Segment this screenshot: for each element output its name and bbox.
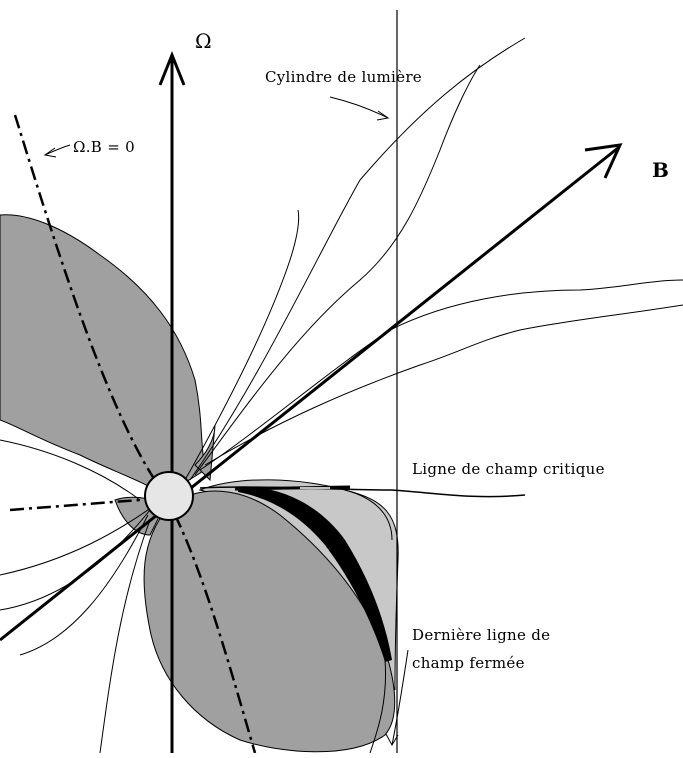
light-cylinder-pointer bbox=[329, 96, 389, 119]
neutron-star bbox=[144, 471, 194, 521]
omega-b-pointer bbox=[44, 144, 71, 156]
lower-lobe bbox=[143, 490, 396, 753]
last-closed-pointer-head bbox=[385, 733, 399, 747]
last-closed-label-line1: Dernière ligne de bbox=[412, 626, 550, 644]
critical-field-line bbox=[199, 486, 526, 498]
field-line-5 bbox=[184, 209, 300, 481]
omega-b-zero-label: Ω.B = 0 bbox=[73, 138, 135, 156]
rotation-axis-arrowhead bbox=[158, 50, 186, 86]
light-cylinder-pointer-head bbox=[376, 110, 390, 121]
field-line-9 bbox=[99, 519, 151, 754]
last-closed-pointer bbox=[391, 649, 409, 746]
omega-b-zero-line bbox=[13, 114, 257, 754]
field-line-1 bbox=[189, 37, 526, 481]
critical-field-line-thick bbox=[234, 485, 351, 491]
b-axis-label: B bbox=[652, 158, 669, 182]
light-region-outline bbox=[344, 489, 393, 541]
critical-field-line-label: Ligne de champ critique bbox=[412, 460, 605, 478]
field-line-8 bbox=[19, 514, 149, 656]
magnetic-axis bbox=[0, 146, 619, 642]
field-line-4 bbox=[204, 304, 683, 466]
upper-lobe bbox=[0, 214, 206, 496]
last-closed-band bbox=[238, 486, 392, 662]
lower-lobe-edge bbox=[369, 659, 387, 754]
omega-label: Ω bbox=[195, 29, 212, 53]
field-line-3 bbox=[199, 279, 683, 471]
field-line-10 bbox=[0, 439, 141, 501]
last-closed-label-line2: champ fermée bbox=[412, 654, 525, 672]
field-line-2 bbox=[194, 64, 481, 476]
field-line-6 bbox=[0, 504, 156, 576]
light-cylinder-label: Cylindre de lumière bbox=[265, 68, 422, 86]
magnetic-axis-arrowhead bbox=[584, 143, 623, 179]
field-line-7 bbox=[0, 509, 151, 611]
omega-b-pointer-head bbox=[43, 147, 57, 158]
